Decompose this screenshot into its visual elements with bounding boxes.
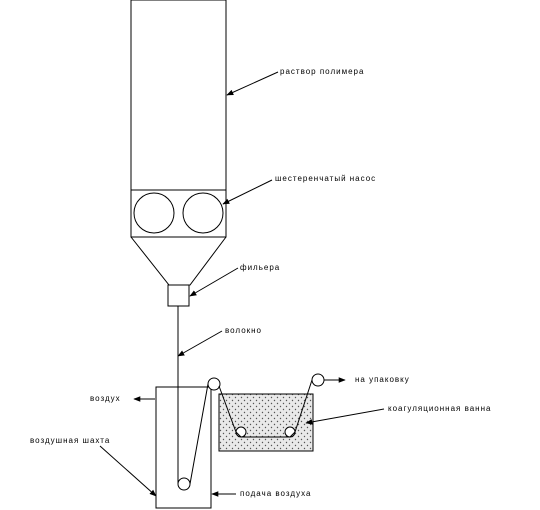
bottom-roller bbox=[177, 477, 191, 491]
label-spinneret: фильера bbox=[240, 263, 281, 272]
leader-gear-pump bbox=[222, 179, 273, 205]
label-coagulation-bath: коагуляционная ванна bbox=[388, 404, 492, 413]
leader-coagulation-bath bbox=[305, 408, 385, 425]
funnel bbox=[130, 236, 227, 286]
leader-spinneret bbox=[189, 267, 239, 297]
label-air-out: воздух bbox=[90, 394, 121, 403]
label-fiber: волокно bbox=[225, 326, 263, 335]
bath-roller-left bbox=[235, 426, 247, 438]
polymer-tank bbox=[130, 0, 227, 191]
top-left-roller bbox=[207, 377, 221, 391]
top-right-roller bbox=[311, 373, 325, 387]
leader-fiber bbox=[177, 330, 223, 357]
fiber-path bbox=[177, 306, 340, 485]
leader-polymer bbox=[226, 71, 279, 96]
label-air-shaft: воздушная шахта bbox=[30, 436, 111, 445]
gear-right bbox=[182, 192, 224, 234]
label-polymer-solution: раствор полимера bbox=[280, 67, 365, 76]
label-air-supply: подача воздуха bbox=[240, 489, 312, 498]
spinneret bbox=[167, 284, 190, 307]
leader-air-shaft bbox=[99, 445, 157, 497]
label-gear-pump: шестеренчатый насос bbox=[275, 174, 377, 183]
coagulation-bath bbox=[218, 393, 314, 452]
label-to-packaging: на упаковку bbox=[355, 375, 410, 384]
gear-left bbox=[133, 192, 175, 234]
bath-roller-right bbox=[284, 426, 296, 438]
